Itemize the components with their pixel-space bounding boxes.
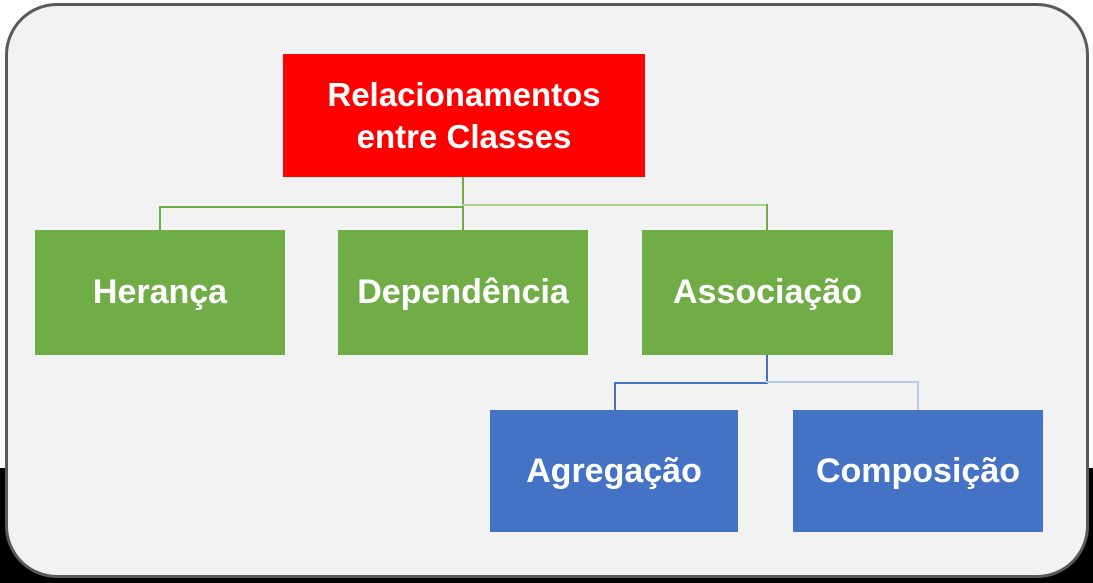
node-relacionamentos-entre-classes: Relacionamentos entre Classes [283, 54, 645, 177]
connector-level1-horizontal-right [462, 204, 768, 206]
connector-level1-horizontal-left [159, 206, 464, 208]
connector-root-stem [462, 177, 464, 206]
node-dependencia: Dependência [338, 230, 588, 355]
connector-drop-dependencia [462, 206, 464, 231]
connector-level2-horizontal-right [766, 381, 919, 383]
node-composicao: Composição [793, 410, 1043, 532]
node-heranca: Herança [35, 230, 285, 355]
connector-drop-associacao [766, 204, 768, 231]
connector-associacao-stem [766, 355, 768, 383]
connector-level2-horizontal-left [614, 382, 768, 384]
connector-drop-heranca [159, 206, 161, 231]
node-associacao: Associação [642, 230, 893, 355]
connector-drop-composicao [917, 381, 919, 411]
connector-drop-agregacao [614, 382, 616, 411]
node-agregacao: Agregação [490, 410, 738, 532]
